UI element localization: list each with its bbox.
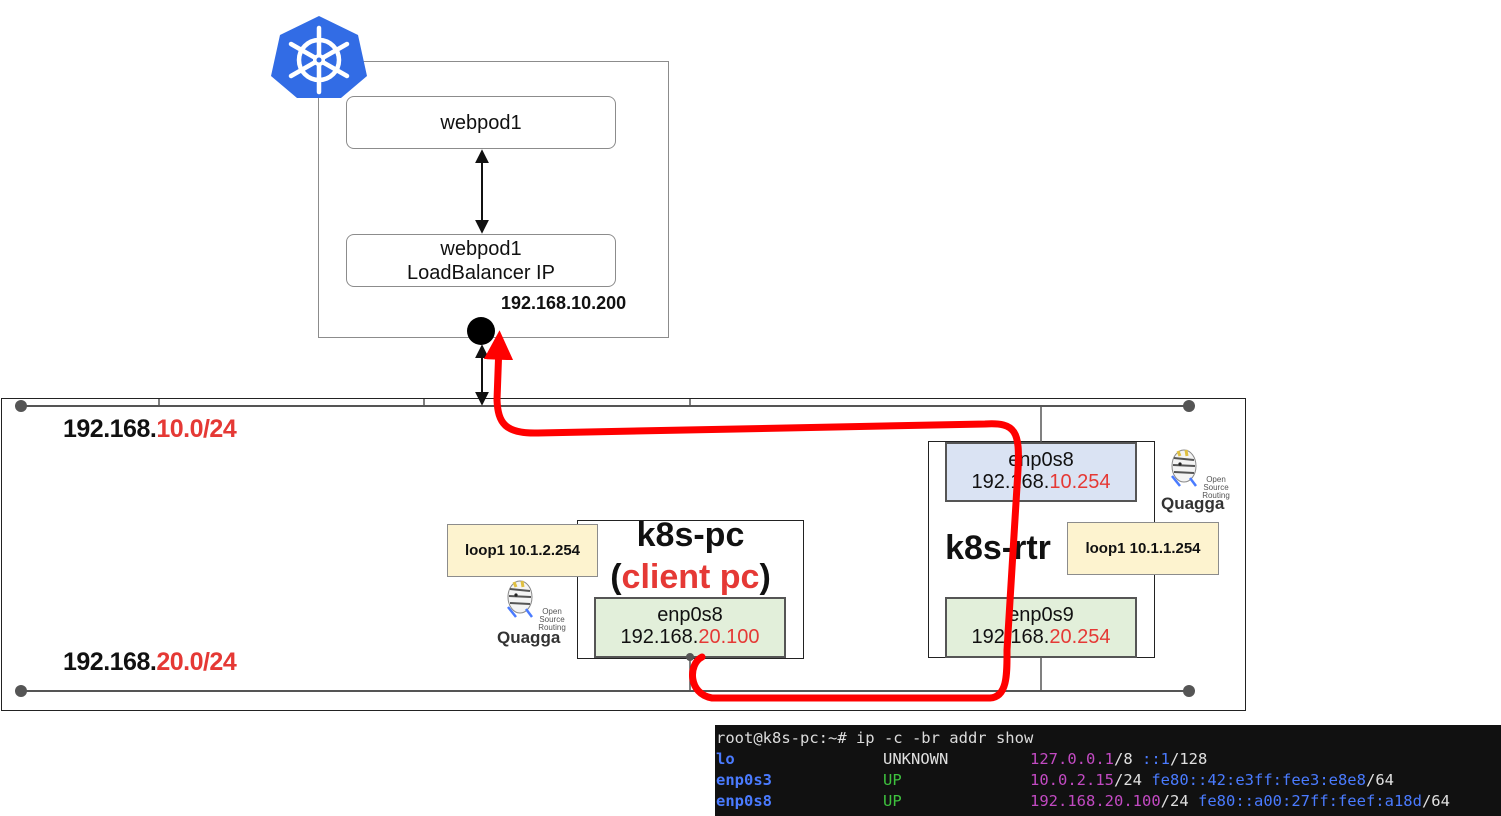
quagga-zebra-icon — [1171, 449, 1197, 487]
terminal-row: lo UNKNOWN 127.0.0.1/8 ::1/128 — [716, 749, 1501, 770]
k8s-rtr-enp0s8-ip: 192.168.10.254 — [971, 471, 1111, 493]
k8s-rtr-enp0s9-name: enp0s9 — [1008, 604, 1074, 626]
k8s-pc-enp0s8-interface: enp0s8 192.168.20.100 — [594, 597, 786, 658]
network-10-label: 192.168.10.0/24 — [63, 415, 237, 443]
k8s-pc-subtitle: (client pc) — [610, 558, 771, 596]
terminal-state: UNKNOWN — [883, 750, 949, 768]
terminal-iface: lo — [716, 750, 735, 768]
terminal-addresses: 192.168.20.100/24 fe80::a00:27ff:feef:a1… — [1030, 792, 1450, 810]
network-20-label: 192.168.20.0/24 — [63, 648, 237, 676]
terminal-prompt: root@k8s-pc:~# ip -c -br addr show — [716, 729, 1034, 747]
k8s-pc-enp0s8-ip: 192.168.20.100 — [620, 626, 760, 648]
k8s-rtr-enp0s9-ip: 192.168.20.254 — [971, 626, 1111, 648]
webpod-box: webpod1 — [346, 96, 616, 149]
k8s-rtr-enp0s8-name: enp0s8 — [1008, 449, 1074, 471]
k8s-rtr-title: k8s-rtr — [945, 529, 1051, 567]
webpod-label: webpod1 — [440, 111, 522, 134]
quagga-tagline: Open Source Routing — [1202, 475, 1230, 500]
terminal-window: root@k8s-pc:~# ip -c -br addr show lo UN… — [715, 725, 1501, 816]
k8s-pc-title: k8s-pc — [636, 516, 745, 554]
k8s-rtr-enp0s9-interface: enp0s9 192.168.20.254 — [945, 597, 1137, 658]
terminal-row: enp0s8 UP 192.168.20.100/24 fe80::a00:27… — [716, 791, 1501, 812]
loadbalancer-box: webpod1 LoadBalancer IP — [346, 234, 616, 287]
kubernetes-helm-icon — [271, 16, 367, 98]
terminal-addresses: 10.0.2.15/24 fe80::42:e3ff:fee3:e8e8/64 — [1030, 771, 1394, 789]
k8s-rtr-enp0s8-interface: enp0s8 192.168.10.254 — [945, 442, 1137, 502]
terminal-row: enp0s3 UP 10.0.2.15/24 fe80::42:e3ff:fee… — [716, 770, 1501, 791]
quagga-label: Quagga — [497, 628, 561, 647]
k8s-pc-enp0s8-name: enp0s8 — [657, 604, 723, 626]
terminal-state: UP — [883, 792, 902, 810]
k8s-pc-loopback: loop1 10.1.2.254 — [447, 524, 598, 577]
loadbalancer-ip: 192.168.10.200 — [501, 293, 627, 313]
k8s-rtr-loopback: loop1 10.1.1.254 — [1067, 522, 1219, 575]
loadbalancer-label-line2: LoadBalancer IP — [407, 261, 555, 284]
terminal-iface: enp0s3 — [716, 771, 772, 789]
terminal-iface: enp0s8 — [716, 792, 772, 810]
terminal-addresses: 127.0.0.1/8 ::1/128 — [1030, 750, 1208, 768]
loadbalancer-label-line1: webpod1 — [440, 237, 522, 260]
terminal-state: UP — [883, 771, 902, 789]
quagga-label: Quagga — [1161, 494, 1225, 513]
